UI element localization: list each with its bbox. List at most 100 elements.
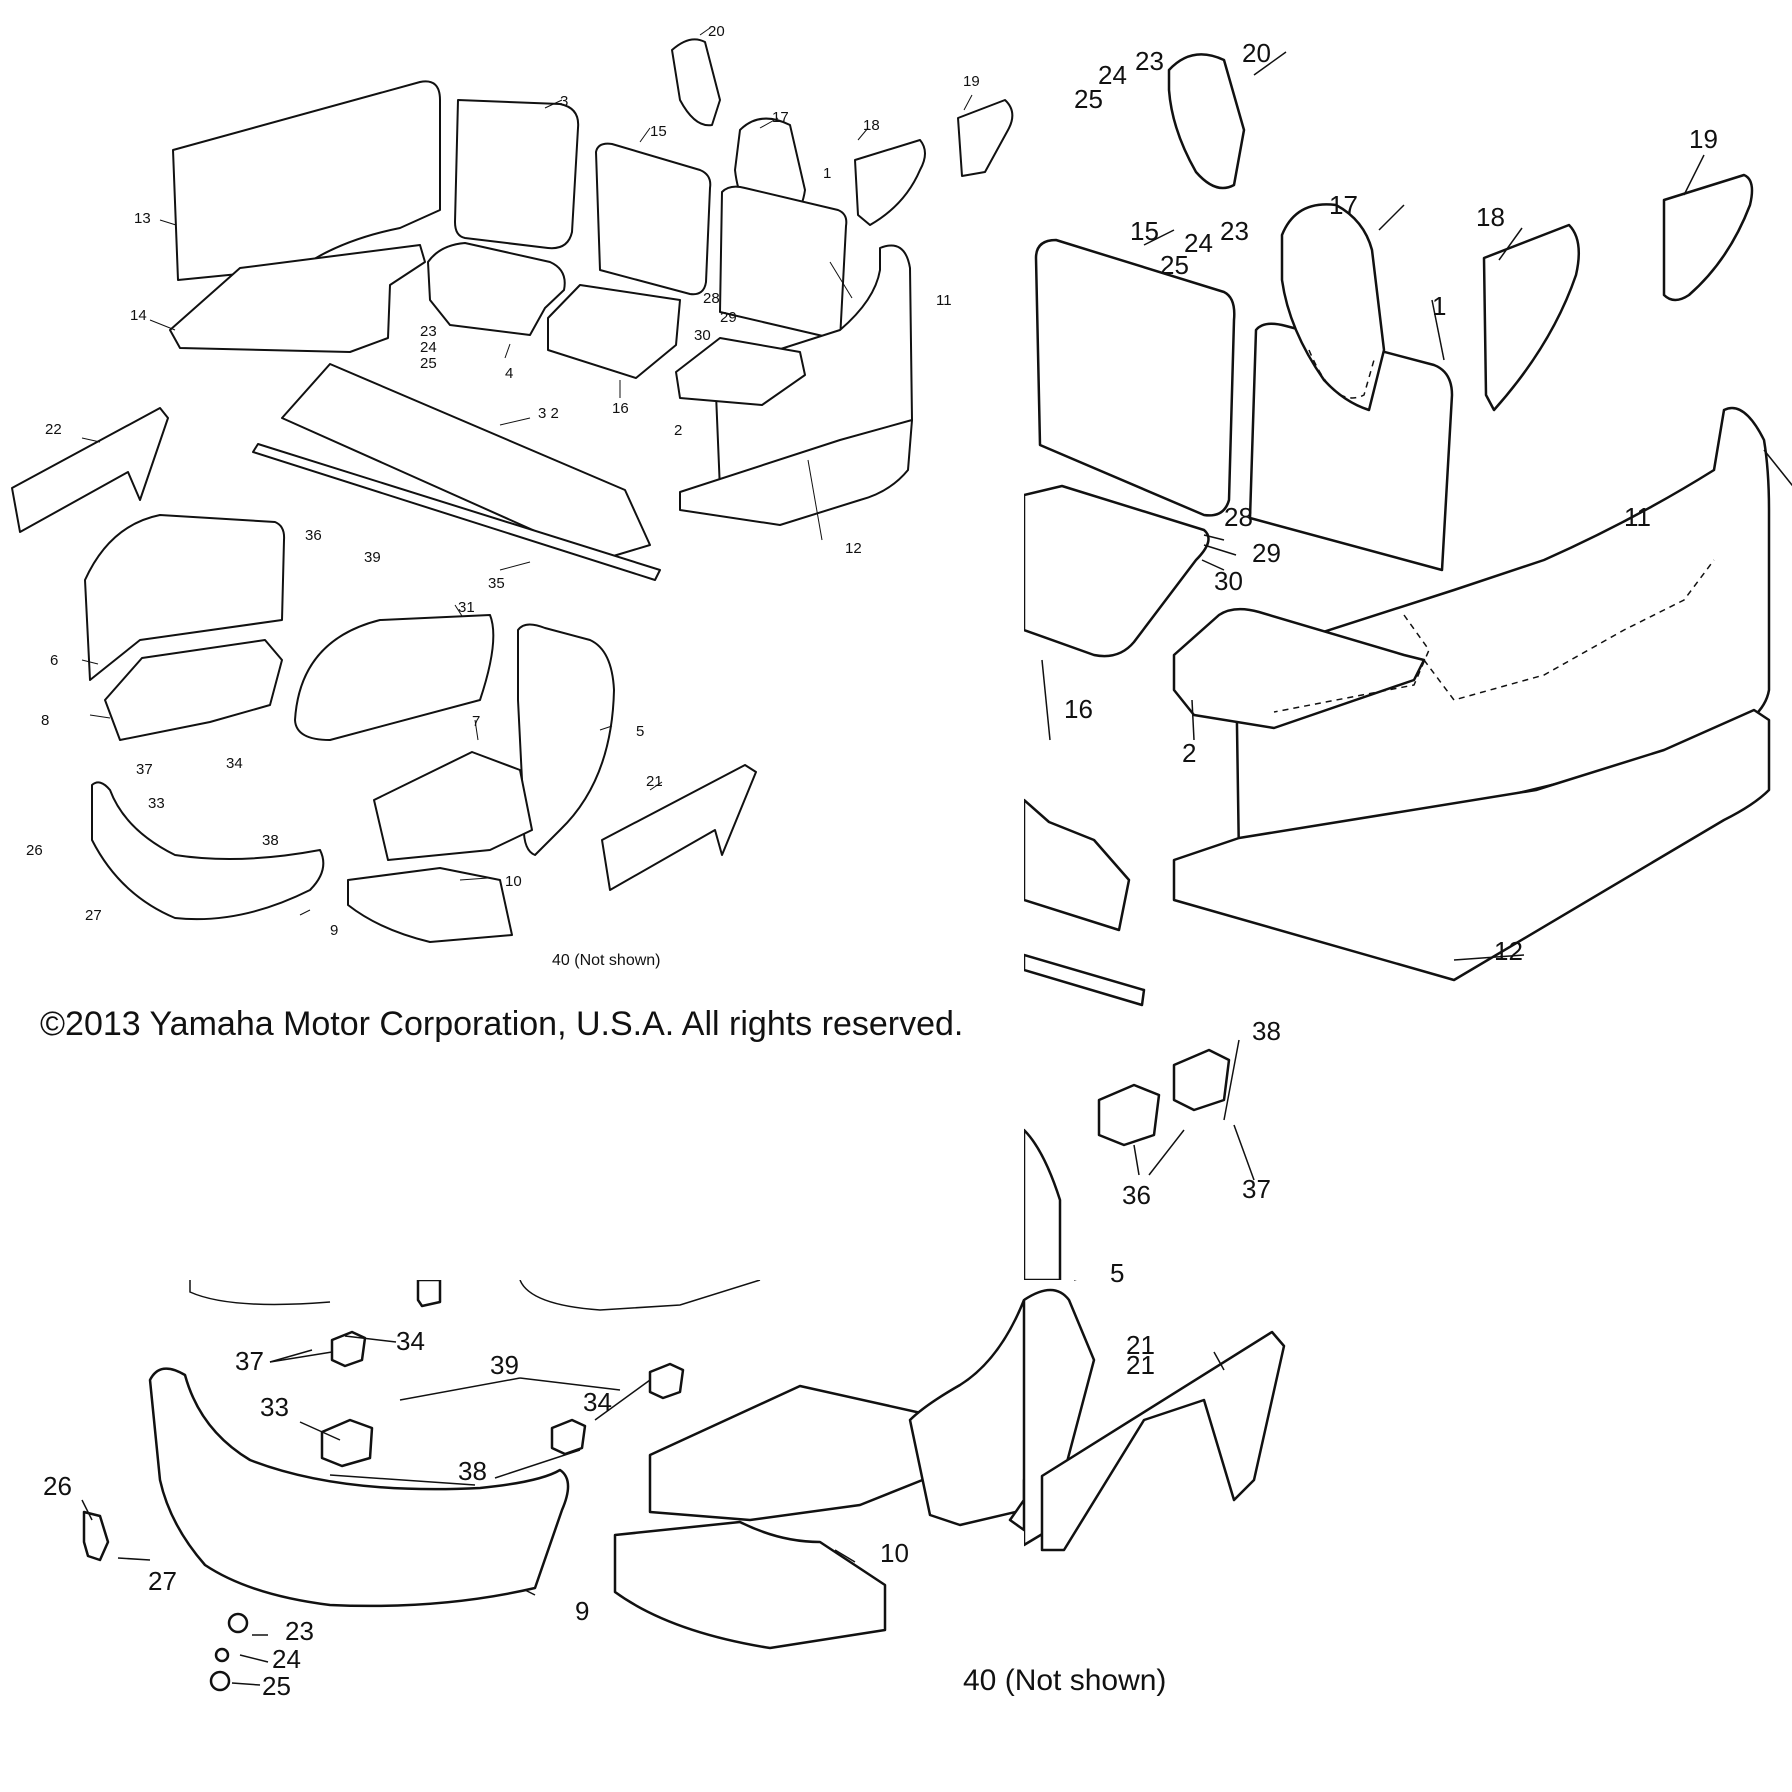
label-16: 16 bbox=[612, 400, 629, 417]
inset-label-37b: 37 bbox=[235, 1346, 264, 1376]
inset-label-33b: 33 bbox=[260, 1392, 289, 1422]
label-15: 15 bbox=[650, 123, 667, 140]
inset-part-36-bracket-a bbox=[1097, 1083, 1161, 1147]
inset-part-20-panel bbox=[1167, 53, 1246, 190]
label-39: 39 bbox=[364, 549, 381, 566]
label-6: 6 bbox=[50, 652, 58, 669]
label-32: 3 2 bbox=[538, 405, 559, 422]
inset-part-34-block-b bbox=[648, 1362, 685, 1400]
inset-part-36-bracket-b bbox=[1172, 1048, 1231, 1112]
inset-label-25b: 25 bbox=[1074, 84, 1103, 114]
part-2-seat bbox=[675, 337, 806, 406]
inset-label-1: 1 bbox=[1432, 291, 1446, 321]
not-shown-note-small: 40 (Not shown) bbox=[552, 952, 661, 969]
label-11: 11 bbox=[936, 292, 952, 309]
inset-label-38b: 38 bbox=[458, 1456, 487, 1486]
inset-label-23b: 23 bbox=[1135, 46, 1164, 76]
inset-part-16-cushion bbox=[1024, 484, 1210, 658]
inset-label-23: 23 bbox=[1220, 216, 1249, 246]
inset-label-18: 18 bbox=[1476, 202, 1505, 232]
inset-label-12: 12 bbox=[1494, 936, 1523, 966]
part-5-backrest bbox=[517, 623, 615, 856]
part-31-seat bbox=[294, 614, 495, 741]
part-15-cushion bbox=[595, 142, 712, 296]
inset-part-26-bracket bbox=[82, 1510, 110, 1562]
label-1: 1 bbox=[823, 165, 831, 182]
inset-label-29: 29 bbox=[1252, 538, 1281, 568]
part-21-panel bbox=[601, 764, 757, 891]
inset-part-9-front bbox=[148, 1367, 570, 1608]
part-12-base bbox=[679, 419, 913, 526]
inset-part-10-cushion bbox=[613, 1520, 887, 1650]
label-2: 2 bbox=[674, 422, 682, 439]
inset-label-30: 30 bbox=[1214, 566, 1243, 596]
label-13: 13 bbox=[134, 210, 151, 227]
label-18: 18 bbox=[863, 117, 880, 134]
inset-part-34-block-c bbox=[550, 1418, 587, 1456]
label-7: 7 bbox=[472, 713, 480, 730]
part-7-seat bbox=[373, 751, 533, 861]
label-29: 29 bbox=[720, 309, 737, 326]
label-19: 19 bbox=[963, 73, 980, 90]
inset-part-15-cushion bbox=[1034, 238, 1236, 517]
inset-label-28: 28 bbox=[1224, 502, 1253, 532]
label-37: 37 bbox=[136, 761, 153, 778]
inset-part-2-seat bbox=[1172, 607, 1426, 730]
label-3: 3 bbox=[560, 93, 568, 110]
part-32-cushion bbox=[281, 363, 651, 561]
part-22-panel bbox=[11, 407, 169, 533]
part-6-backrest bbox=[84, 514, 286, 681]
part-1-cushion bbox=[719, 185, 848, 341]
inset-part-21-panel bbox=[1008, 1478, 1024, 1532]
label-26: 26 bbox=[26, 842, 43, 859]
label-36: 36 bbox=[305, 527, 322, 544]
part-35-rail bbox=[252, 443, 661, 581]
inset-part-34-block-a bbox=[330, 1330, 367, 1368]
inset-label-39b: 39 bbox=[490, 1350, 519, 1380]
label-25: 25 bbox=[420, 355, 437, 372]
inset-part-34-block-top bbox=[416, 1280, 442, 1308]
inset-label-17: 17 bbox=[1329, 190, 1358, 220]
inset-part-18-panel bbox=[1482, 223, 1581, 412]
inset-bottom-right-diagram: 5 21 bbox=[1024, 1280, 1286, 1552]
inset-label-36: 36 bbox=[1122, 1180, 1151, 1210]
inset-label-27b: 27 bbox=[148, 1566, 177, 1596]
part-20-panel bbox=[671, 38, 721, 127]
part-10-cushion bbox=[347, 867, 513, 943]
inset-label-38: 38 bbox=[1252, 1016, 1281, 1046]
label-33: 33 bbox=[148, 795, 165, 812]
label-27: 27 bbox=[85, 907, 102, 924]
part-14-seat bbox=[169, 244, 426, 353]
part-18-panel bbox=[854, 139, 926, 226]
inset-label-11: 11 bbox=[1624, 502, 1651, 532]
label-34: 34 bbox=[226, 755, 243, 772]
inset-label-24: 24 bbox=[1184, 228, 1213, 258]
label-8: 8 bbox=[41, 712, 49, 729]
inset-label-23c: 23 bbox=[285, 1616, 314, 1646]
inset-label-10b: 10 bbox=[880, 1538, 909, 1568]
inset-label-25: 25 bbox=[1160, 250, 1189, 280]
inset-part-33-block bbox=[320, 1418, 374, 1468]
inset-part-24-washer bbox=[214, 1647, 230, 1663]
inset-part-5-backrest bbox=[908, 1298, 1024, 1527]
inset-label-15: 15 bbox=[1130, 216, 1159, 246]
label-35: 35 bbox=[488, 575, 505, 592]
label-5: 5 bbox=[636, 723, 644, 740]
inset-label-25c: 25 bbox=[262, 1671, 291, 1701]
inset-label-37: 37 bbox=[1242, 1174, 1271, 1204]
inset-part-25-nut bbox=[209, 1670, 231, 1692]
inset-label-9b: 9 bbox=[575, 1596, 589, 1626]
inset-top-right-diagram: 15 25 24 23 17 18 1 19 20 24 23 25 11 28… bbox=[1024, 38, 1792, 1280]
label-17: 17 bbox=[772, 109, 789, 126]
label-31: 31 bbox=[458, 599, 475, 616]
inset-part-5-fragment bbox=[1024, 1128, 1062, 1280]
inset-part-19-panel bbox=[1662, 173, 1754, 302]
not-shown-note-large: 40 (Not shown) bbox=[963, 1664, 1167, 1697]
label-10: 10 bbox=[505, 873, 522, 890]
inset-label-26b: 26 bbox=[43, 1471, 72, 1501]
inset-part-35-rail bbox=[1024, 953, 1146, 1007]
zoom-inset-top-right: 15 25 24 23 17 18 1 19 20 24 23 25 11 28… bbox=[1024, 0, 1792, 1280]
label-9: 9 bbox=[330, 922, 338, 939]
inset-label-34b: 34 bbox=[396, 1326, 425, 1356]
